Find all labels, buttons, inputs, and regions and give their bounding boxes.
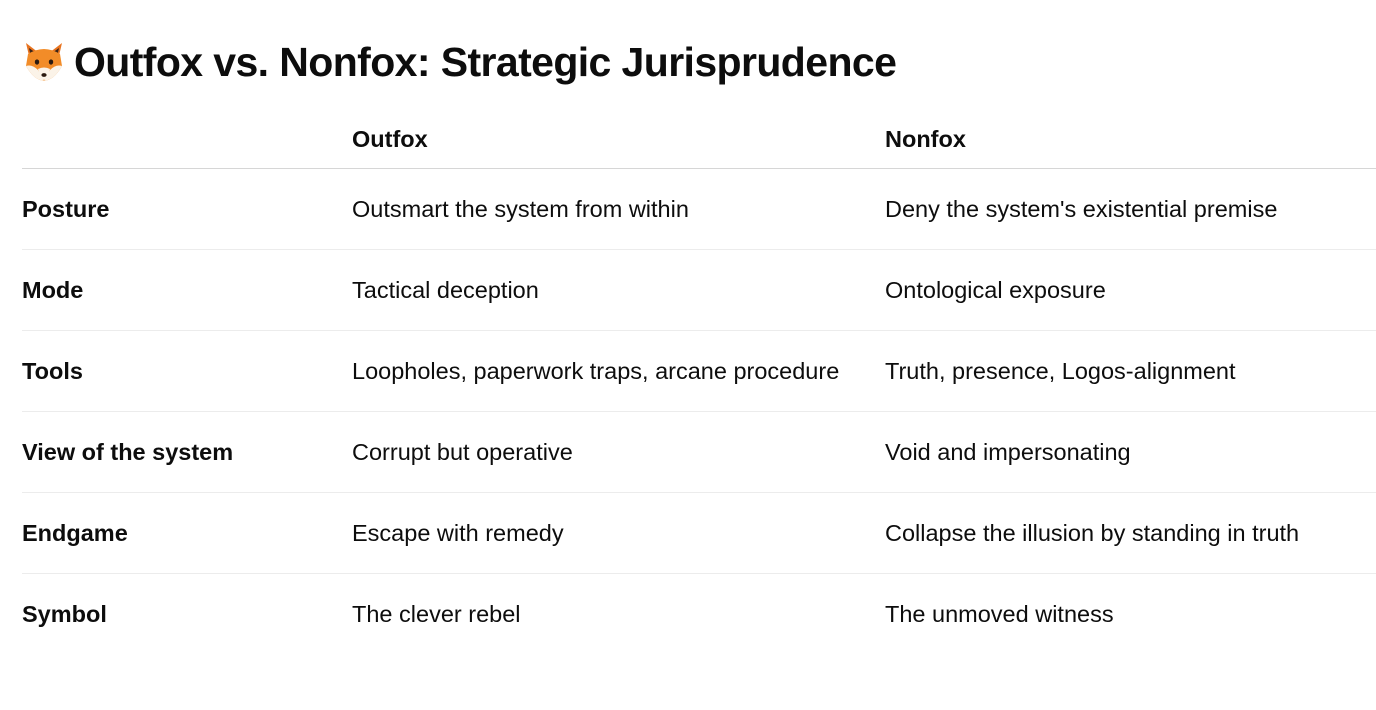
column-header-outfox: Outfox: [352, 110, 885, 169]
outfox-cell: Tactical deception: [352, 249, 885, 331]
outfox-cell: Loopholes, paperwork traps, arcane proce…: [352, 330, 885, 412]
nonfox-cell: Collapse the illusion by standing in tru…: [885, 492, 1376, 574]
column-header-aspect: [22, 110, 352, 169]
row-label: Symbol: [22, 601, 107, 627]
table-row: Posture Outsmart the system from within …: [22, 168, 1376, 250]
table-header-row: Outfox Nonfox: [22, 110, 1376, 169]
nonfox-cell: Ontological exposure: [885, 249, 1376, 331]
comparison-table: Outfox Nonfox Posture Outsmart the syste…: [22, 110, 1376, 654]
row-label: Endgame: [22, 492, 352, 574]
outfox-cell: Escape with remedy: [352, 492, 885, 574]
table-row: View of the system Corrupt but operative…: [22, 411, 1376, 493]
row-label: Posture: [22, 168, 352, 250]
column-header-nonfox: Nonfox: [885, 110, 1376, 169]
nonfox-cell: Truth, presence, Logos-alignment: [885, 330, 1376, 412]
page-heading: Outfox vs. Nonfox: Strategic Jurispruden…: [22, 38, 897, 86]
table-row: Endgame Escape with remedy Collapse the …: [22, 492, 1376, 574]
page-title: Outfox vs. Nonfox: Strategic Jurispruden…: [74, 38, 897, 85]
row-label: Tools: [22, 330, 352, 412]
table-row: Mode Tactical deception Ontological expo…: [22, 249, 1376, 331]
nonfox-cell: Deny the system's existential premise: [885, 168, 1376, 250]
outfox-cell: Outsmart the system from within: [352, 168, 885, 250]
nonfox-cell: Void and impersonating: [885, 411, 1376, 493]
row-label: View of the system: [22, 411, 352, 493]
fox-face-icon: [22, 40, 66, 84]
outfox-cell: Corrupt but operative: [352, 411, 885, 493]
table-row: Tools Loopholes, paperwork traps, arcane…: [22, 330, 1376, 412]
nonfox-cell: The unmoved witness: [885, 601, 1114, 627]
row-label: Mode: [22, 249, 352, 331]
outfox-cell: The clever rebel: [352, 601, 521, 627]
table-row: Symbol The clever rebel The unmoved witn…: [22, 574, 1376, 655]
